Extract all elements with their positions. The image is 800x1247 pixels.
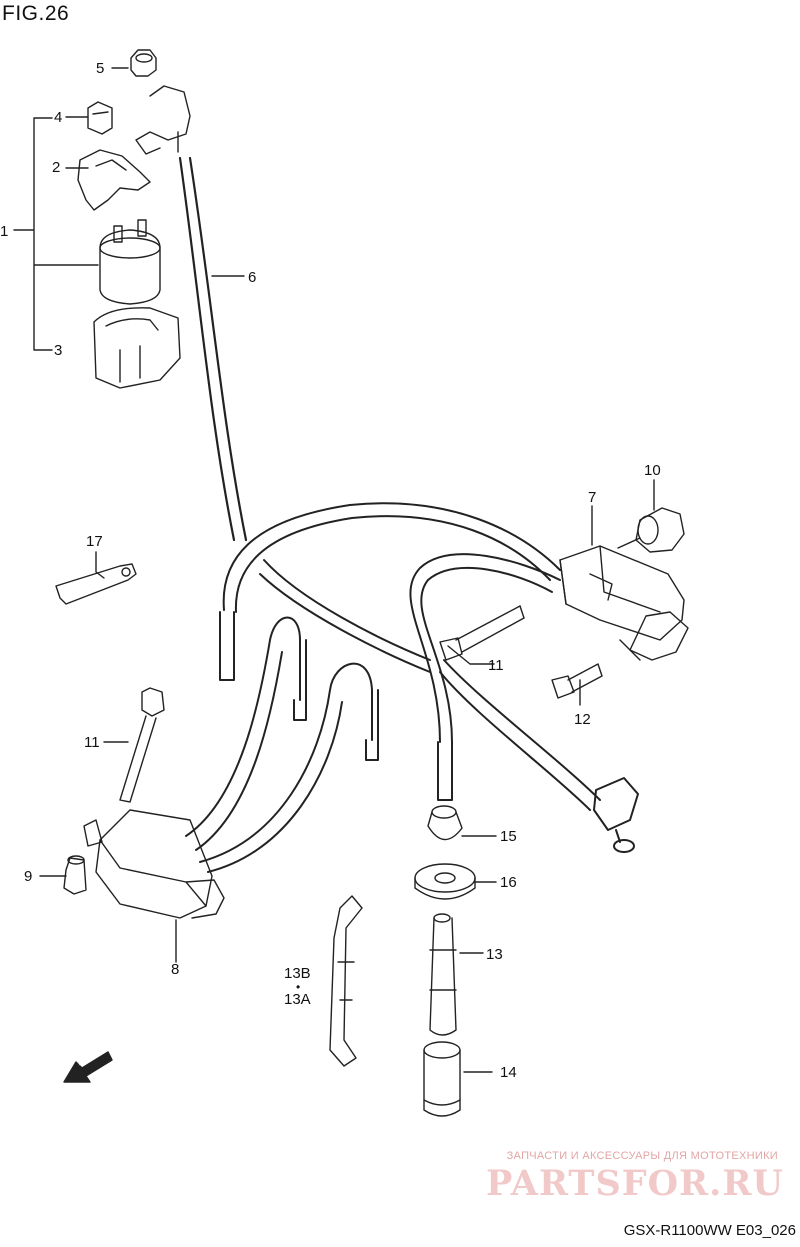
- callout-16: 16: [500, 874, 517, 891]
- callout-15: 15: [500, 828, 517, 845]
- part-15-grommet: [427, 805, 463, 841]
- callout-5: 5: [96, 60, 105, 77]
- harness-leads: [185, 502, 639, 873]
- callout-13b: 13B: [284, 965, 311, 982]
- part-11-bolt-upper: [439, 605, 525, 661]
- part-8-ignition-coil: [83, 809, 225, 919]
- callout-11-lower: 11: [84, 734, 100, 751]
- callout-10: 10: [644, 462, 661, 479]
- callout-9: 9: [24, 868, 33, 885]
- part-1-starter-relay: [99, 219, 161, 305]
- part-9-cap: [63, 855, 87, 895]
- callout-13: 13: [486, 946, 503, 963]
- part-17-plate: [55, 563, 137, 605]
- watermark-logo: PARTSFOR.RU: [486, 1163, 784, 1204]
- watermark-tagline: ЗАПЧАСТИ И АКСЕССУАРЫ ДЛЯ МОТОТЕХНИКИ: [506, 1150, 778, 1162]
- callout-1: 1: [0, 223, 9, 240]
- callout-11-upper: 11: [488, 657, 504, 674]
- part-4-fuse: [87, 101, 113, 135]
- part-2-bracket: [77, 149, 151, 211]
- callout-3: 3: [54, 342, 63, 359]
- callout-2: 2: [52, 159, 61, 176]
- callout-17: 17: [86, 533, 103, 550]
- callout-7: 7: [588, 489, 597, 506]
- callout-14: 14: [500, 1064, 517, 1081]
- part-13a-13b-lead: [329, 895, 363, 1067]
- leader-lines: [13, 67, 655, 1073]
- part-10-cap: [635, 507, 685, 553]
- part-5-nut: [130, 49, 157, 77]
- fwd-arrow-icon: [63, 1051, 113, 1083]
- part-14-boot: [423, 1041, 461, 1117]
- part-11-bolt-lower: [119, 687, 165, 803]
- drawing-code: GSX-R1100WW E03_026: [623, 1222, 796, 1239]
- part-7-ignition-coil: [559, 545, 689, 661]
- part-16-washer: [414, 863, 476, 900]
- callout-4: 4: [54, 109, 63, 126]
- callout-13-dot: •: [296, 980, 301, 994]
- part-3-relay-cover: [93, 307, 181, 389]
- part-13-plug-cap: [429, 913, 457, 1036]
- part-6-cable: [135, 85, 248, 542]
- figure-title: FIG.26: [2, 2, 70, 25]
- callout-8: 8: [171, 961, 180, 978]
- callout-12: 12: [574, 711, 591, 728]
- part-12-bolt: [551, 663, 603, 699]
- callout-13a: 13A: [284, 991, 311, 1008]
- callout-6: 6: [248, 269, 257, 286]
